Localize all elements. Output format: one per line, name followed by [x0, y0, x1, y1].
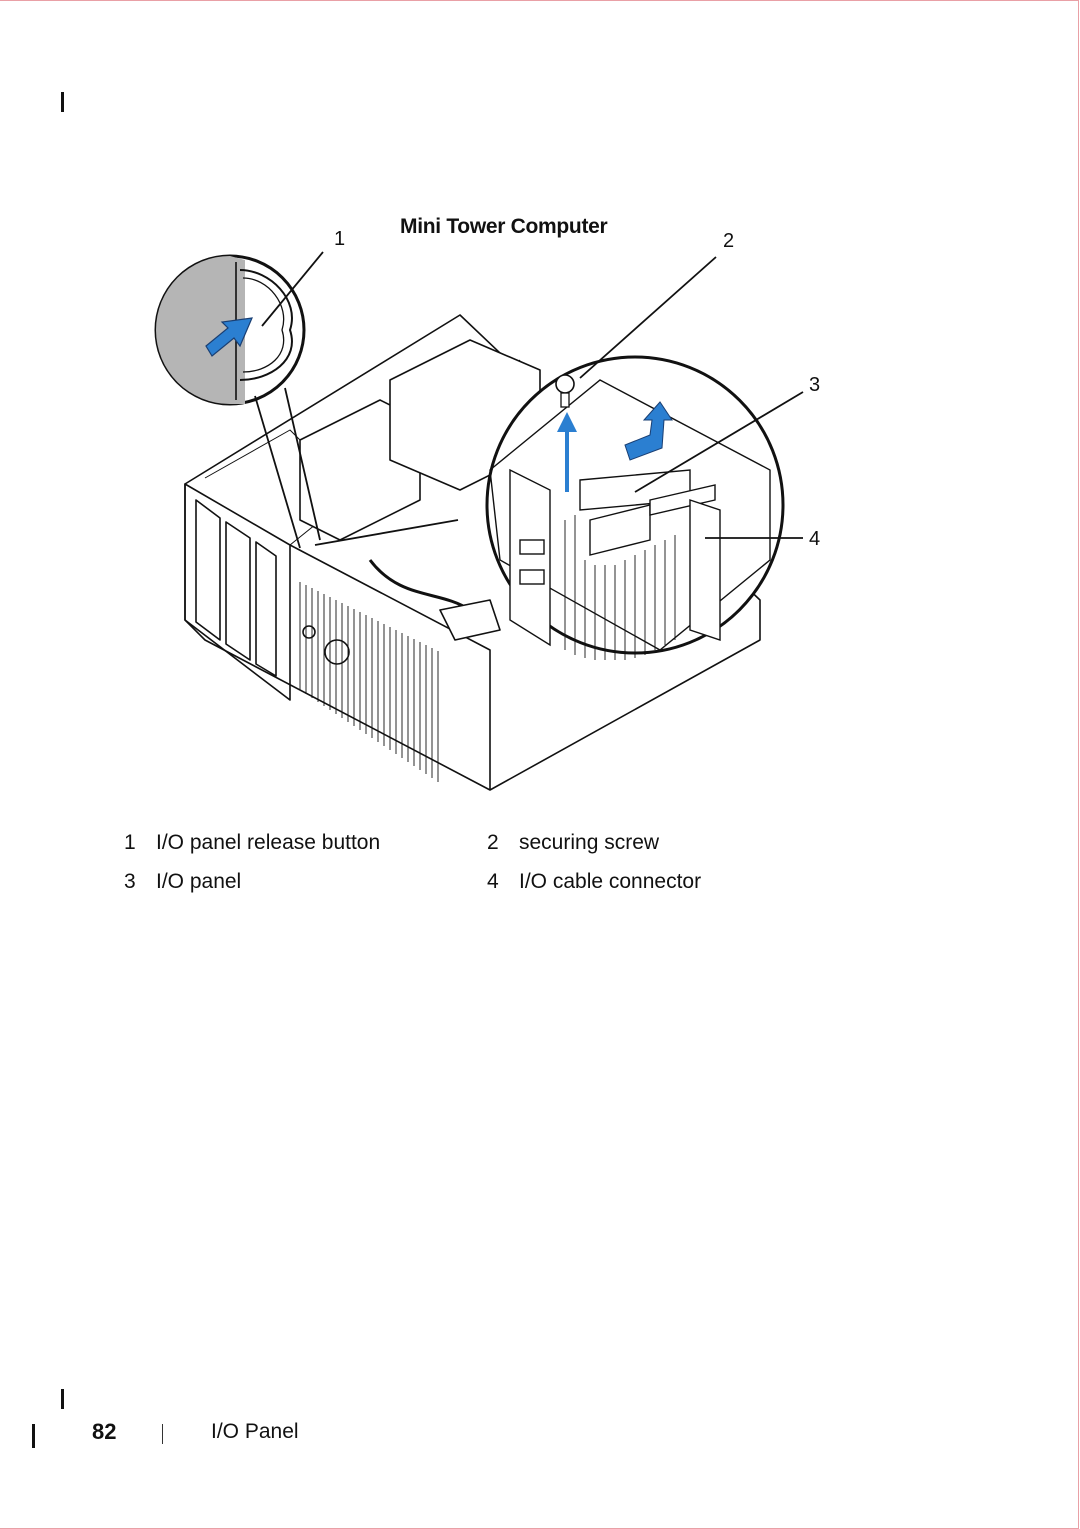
legend-label: securing screw — [519, 831, 660, 854]
crop-mark-top — [61, 92, 64, 112]
footer-section-title: I/O Panel — [211, 1420, 299, 1443]
legend-number: 4 — [487, 870, 499, 893]
callout-2: 2 — [723, 230, 735, 252]
legend-number: 2 — [487, 831, 499, 854]
legend-number: 1 — [124, 831, 136, 854]
callout-3: 3 — [809, 374, 821, 396]
callout-1: 1 — [334, 228, 346, 250]
mini-tower-illustration — [154, 251, 804, 791]
page-number: 82 — [92, 1419, 117, 1444]
footer-separator — [162, 1424, 163, 1444]
legend-label: I/O panel release button — [156, 831, 381, 854]
legend-number: 3 — [124, 870, 136, 893]
callout-4: 4 — [809, 528, 821, 550]
inset-io-panel — [314, 355, 785, 660]
crop-mark-bottom — [61, 1389, 64, 1409]
figure-title: Mini Tower Computer — [400, 215, 608, 238]
legend-label: I/O panel — [156, 870, 242, 893]
inset-release-button — [154, 254, 321, 549]
legend-label: I/O cable connector — [519, 870, 702, 893]
crop-mark-footer — [32, 1424, 35, 1448]
